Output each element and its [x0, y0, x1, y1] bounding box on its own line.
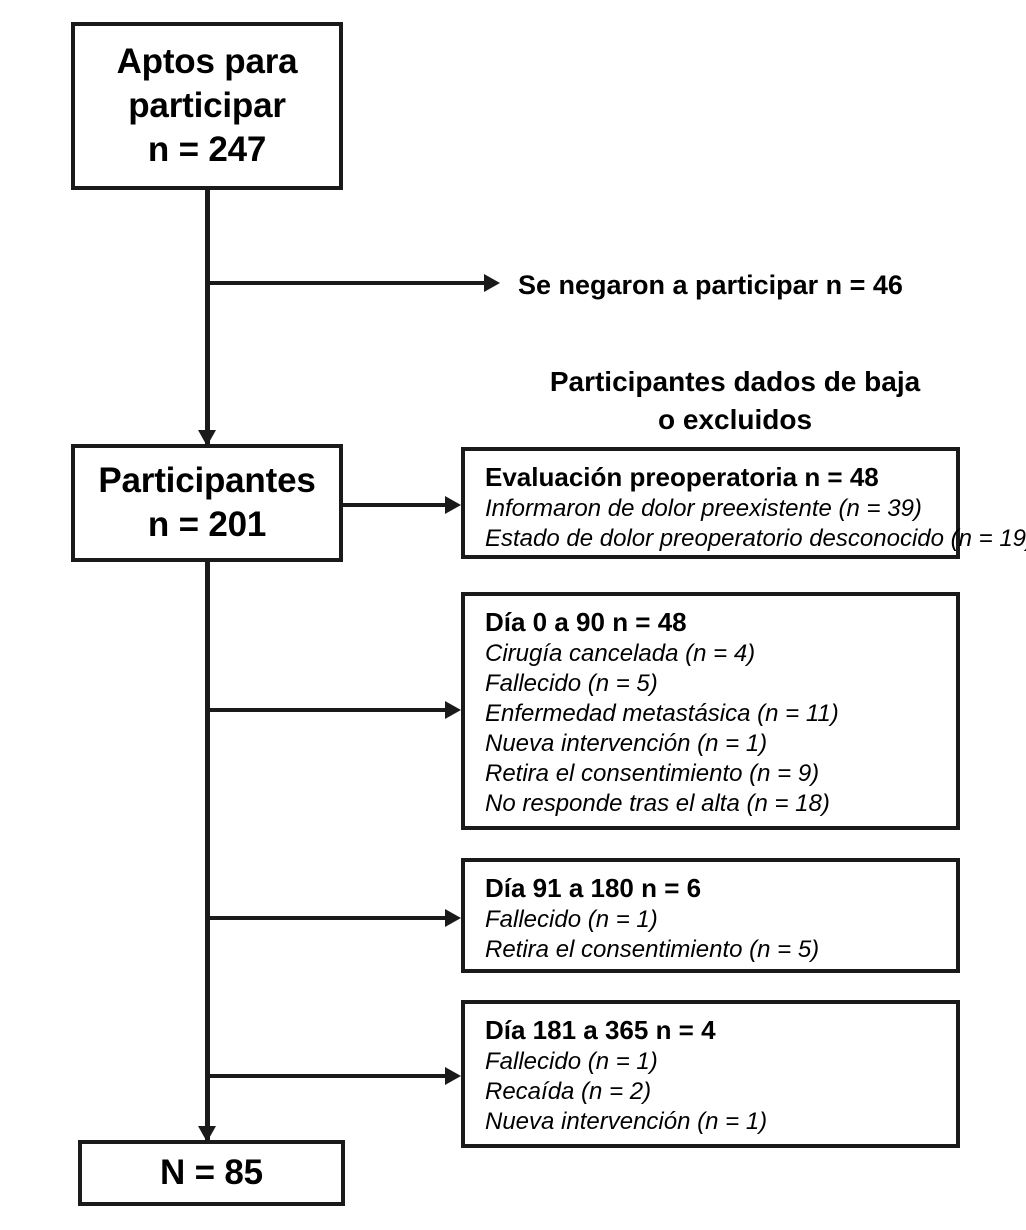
main-trunk-line	[205, 190, 210, 1150]
exclusion-box-item: Fallecido (n = 1)	[485, 906, 658, 933]
node-participants-line1: Participantes	[98, 461, 316, 500]
node-participants-line2: n = 201	[147, 505, 267, 544]
connector-box1-arrowhead	[445, 496, 461, 514]
connector-box1-line	[343, 503, 447, 507]
exclusion-box-title: Evaluación preoperatoria n = 48	[485, 462, 879, 492]
label-excluded-heading-line1: Participantes dados de baja	[549, 366, 921, 397]
exclusion-box-title: Día 91 a 180 n = 6	[485, 873, 702, 903]
exclusion-box-preoperative: Evaluación preoperatoria n = 48 Informar…	[461, 447, 1026, 559]
exclusion-box-item: Nueva intervención (n = 1)	[485, 730, 768, 757]
exclusion-box-day-181-365: Día 181 a 365 n = 4 Fallecido (n = 1) Re…	[461, 1000, 960, 1148]
exclusion-box-item: Enfermedad metastásica (n = 11)	[485, 700, 839, 727]
connector-refused-arrowhead	[484, 274, 500, 292]
connector-box4-line	[207, 1074, 447, 1078]
node-eligible-line2: participar	[128, 86, 286, 125]
connector-box3-arrowhead	[445, 909, 461, 927]
exclusion-box-item: Recaída (n = 2)	[485, 1078, 652, 1105]
connector-refused-line	[207, 281, 485, 285]
exclusion-box-item: Informaron de dolor preexistente (n = 39…	[485, 495, 922, 522]
connector-box4-arrowhead	[445, 1067, 461, 1085]
exclusion-box-day-91-180: Día 91 a 180 n = 6 Fallecido (n = 1) Ret…	[461, 858, 960, 973]
exclusion-box-day-0-90: Día 0 a 90 n = 48 Cirugía cancelada (n =…	[461, 592, 960, 830]
exclusion-box-title: Día 181 a 365 n = 4	[485, 1015, 716, 1045]
node-final: N = 85	[78, 1140, 345, 1206]
node-eligible: Aptos para participar n = 247	[71, 22, 343, 190]
label-refused: Se negaron a participar n = 46	[518, 270, 903, 300]
label-excluded-heading-line2: o excluidos	[657, 404, 813, 435]
exclusion-box-item: Estado de dolor preoperatorio desconocid…	[485, 525, 1026, 552]
exclusion-box-item: Retira el consentimiento (n = 9)	[485, 760, 820, 787]
exclusion-box-item: Nueva intervención (n = 1)	[485, 1108, 768, 1135]
connector-box2-arrowhead	[445, 701, 461, 719]
node-participants: Participantes n = 201	[71, 444, 343, 562]
node-eligible-line1: Aptos para	[116, 42, 298, 81]
node-eligible-line3: n = 247	[147, 130, 267, 169]
node-final-line1: N = 85	[160, 1153, 263, 1192]
connector-box2-line	[207, 708, 447, 712]
connector-final-arrowhead	[198, 1126, 216, 1142]
exclusion-box-item: No responde tras el alta (n = 18)	[485, 790, 830, 817]
exclusion-box-item: Fallecido (n = 5)	[485, 670, 658, 697]
connector-participants-arrowhead	[198, 430, 216, 446]
exclusion-box-item: Cirugía cancelada (n = 4)	[485, 640, 756, 667]
exclusion-box-item: Retira el consentimiento (n = 5)	[485, 936, 820, 963]
exclusion-box-title: Día 0 a 90 n = 48	[485, 607, 687, 637]
connector-box3-line	[207, 916, 447, 920]
exclusion-box-item: Fallecido (n = 1)	[485, 1048, 658, 1075]
